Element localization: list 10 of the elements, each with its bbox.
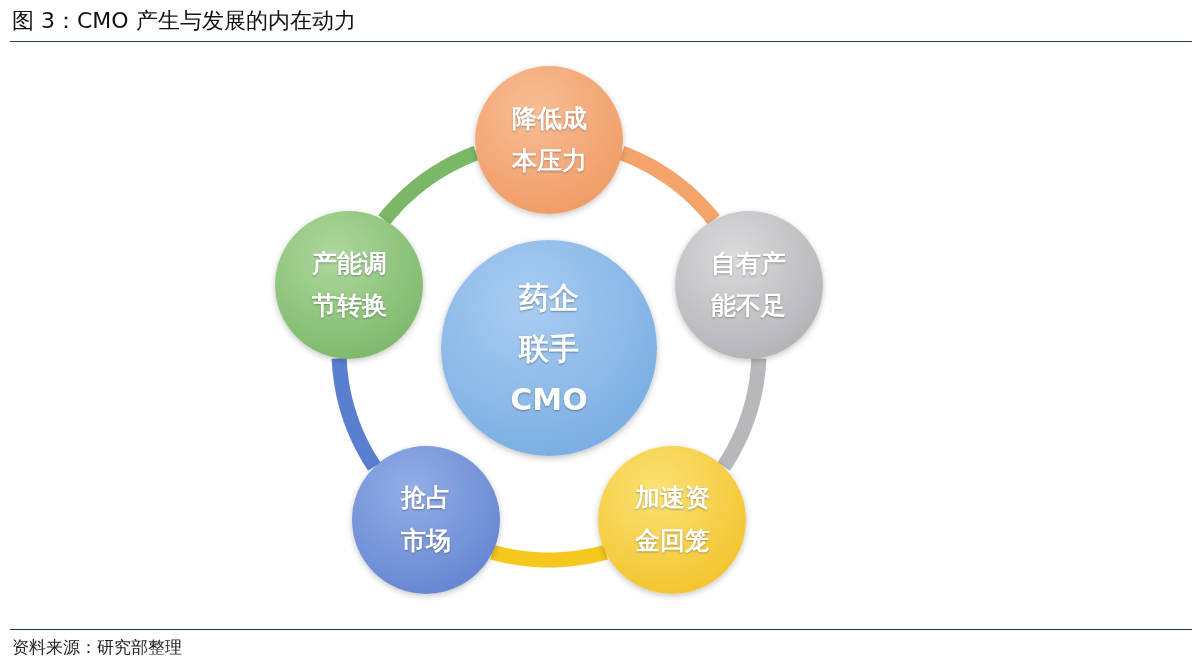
source-note: 资料来源：研究部整理 [12,637,182,659]
circle-label: 抢占市场 [399,482,452,557]
figure-title: 图 3：CMO 产生与发展的内在动力 [12,7,356,35]
topic-circle [598,445,747,594]
topic-circle [351,445,500,594]
circle-label: 药企联手CMO [509,278,589,419]
ring-arc [487,544,611,568]
circle-label: 加速资金回笼 [634,482,710,557]
circle-label: 产能调节转换 [311,247,387,323]
circle-label: 降低成本压力 [511,102,587,177]
